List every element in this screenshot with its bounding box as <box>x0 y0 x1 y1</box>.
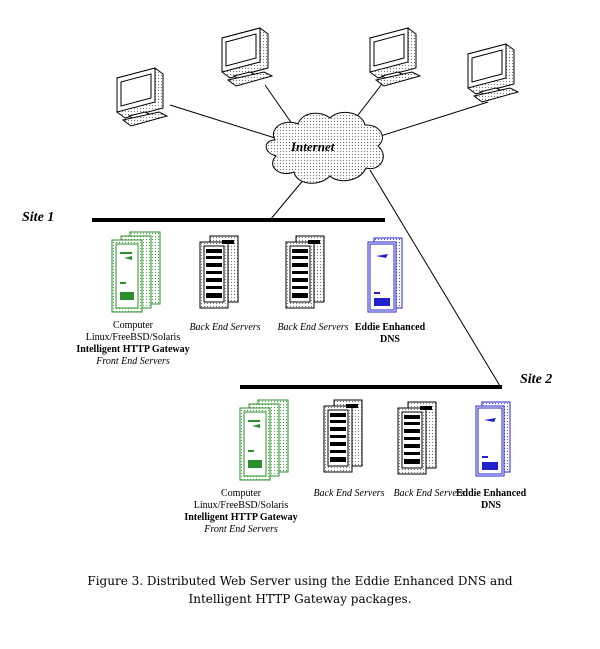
client-monitor-3 <box>369 27 421 87</box>
site1-dns <box>367 237 403 313</box>
site2-label: Site 2 <box>520 372 553 387</box>
caption-line-1: Figure 3. Distributed Web Server using t… <box>87 574 513 588</box>
site2-dns <box>475 401 511 477</box>
site1-label: Site 1 <box>22 210 55 225</box>
site2-dns-label: Eddie Enhanced DNS <box>455 488 527 511</box>
site2-backend-1 <box>323 399 363 473</box>
site2-gateway <box>239 399 289 481</box>
site2-backend-2 <box>397 401 437 475</box>
internet-cloud <box>265 111 384 184</box>
site1-gateway-label: Computer Linux/FreeBSD/Solaris Intellige… <box>76 320 190 367</box>
site1-bus <box>92 218 385 222</box>
site1-backend-1 <box>199 235 239 309</box>
site2-bus <box>240 385 502 389</box>
client-monitor-4 <box>467 43 519 103</box>
link-site1 <box>269 177 306 221</box>
links <box>169 79 501 387</box>
site2-backend-1-label: Back End Servers <box>313 488 385 499</box>
link-site2 <box>369 169 501 387</box>
site1-gateway <box>111 231 161 313</box>
site2-backend-2-label: Back End Servers <box>393 488 465 499</box>
link-monitor-1 <box>169 104 276 139</box>
site1-backend-2-label: Back End Servers <box>277 322 349 333</box>
internet-label: Internet <box>291 139 335 154</box>
caption-line-2: Intelligent HTTP Gateway packages. <box>188 592 412 606</box>
link-monitor-2 <box>264 84 296 129</box>
link-monitor-4 <box>367 101 489 141</box>
site2-gateway-label: Computer Linux/FreeBSD/Solaris Intellige… <box>184 488 298 535</box>
site1-backend-1-label: Back End Servers <box>189 322 261 333</box>
site1-backend-2 <box>285 235 325 309</box>
client-monitor-1 <box>116 67 168 127</box>
figure-caption: Figure 3. Distributed Web Server using t… <box>0 572 600 608</box>
client-monitor-2 <box>221 27 273 87</box>
site1-dns-label: Eddie Enhanced DNS <box>354 322 426 345</box>
